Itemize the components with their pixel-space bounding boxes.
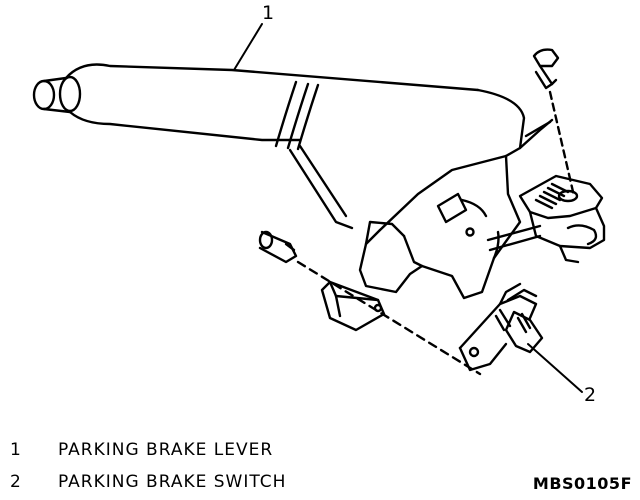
- mounting-bolt-left: [258, 230, 298, 264]
- lever-handle: [32, 63, 526, 158]
- legend-label: PARKING BRAKE LEVER: [58, 440, 274, 460]
- leader-line-1: [233, 23, 263, 71]
- legend-number: 1: [10, 440, 22, 460]
- mounting-bolt-top: [532, 48, 576, 198]
- lever-arm: [288, 118, 554, 232]
- figure-code: MBS0105F: [532, 474, 632, 493]
- alignment-line: [296, 260, 482, 376]
- legend-label: PARKING BRAKE SWITCH: [58, 472, 287, 492]
- leader-line-2: [527, 343, 583, 393]
- parking-brake-switch: [458, 282, 544, 372]
- callout-switch: 2: [584, 384, 597, 406]
- bracket-plate: [358, 154, 522, 300]
- lower-foot: [320, 280, 386, 332]
- legend-number: 2: [10, 472, 22, 492]
- callout-lever: 1: [262, 2, 275, 24]
- rear-bracket: [486, 174, 606, 264]
